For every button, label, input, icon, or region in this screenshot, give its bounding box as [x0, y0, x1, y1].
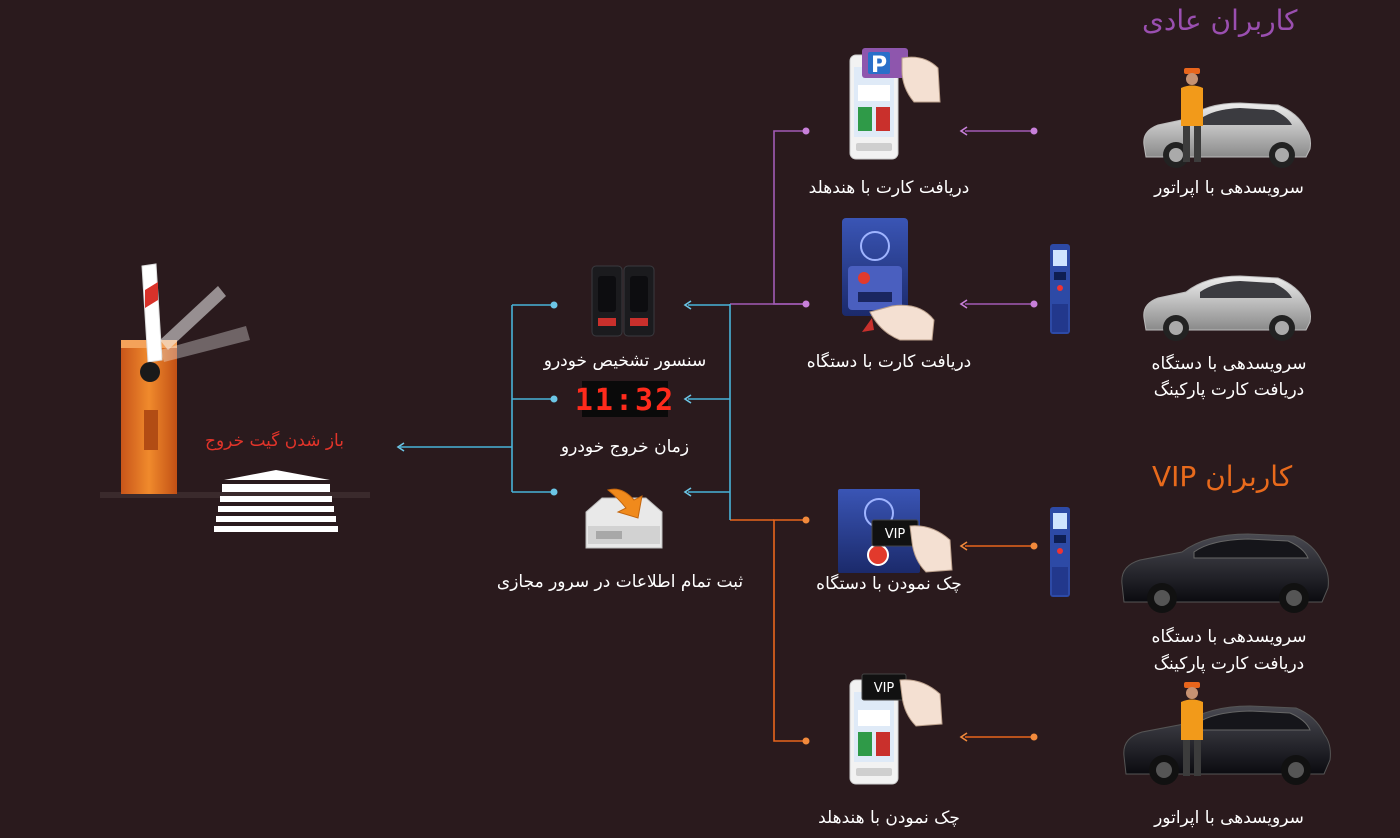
vip-user-connectors — [730, 519, 1034, 742]
hand-card-icon — [861, 673, 943, 727]
car-icon — [1143, 275, 1311, 341]
service-vip-operator: سرویسدهی با اپراتور — [1154, 808, 1304, 828]
label-exit-time: زمان خروج خودرو — [560, 437, 690, 457]
operator-icon — [1181, 682, 1203, 776]
parking-p-badge: P — [871, 53, 887, 78]
card-reader-icon — [842, 218, 908, 316]
parking-kiosk-icon — [1050, 244, 1070, 334]
barrier-gate-icon — [100, 263, 370, 498]
parking-kiosk-icon — [1050, 507, 1070, 597]
forward-arrow-icon — [606, 488, 643, 519]
step-handheld-receive: دریافت کارت با هندهلد — [808, 178, 970, 198]
exit-direction-icon — [214, 470, 338, 532]
handheld-device-icon — [849, 54, 899, 160]
service-vip-device-line1: سرویسدهی با دستگاه — [1151, 627, 1307, 647]
vip-card-badge: VIP — [885, 527, 906, 542]
step-device-check: چک نمودن با دستگاه — [816, 574, 962, 594]
hand-card-icon — [871, 519, 953, 573]
car-icon — [1121, 533, 1329, 613]
service-normal-device-line2: دریافت کارت پارکینگ — [1153, 380, 1305, 400]
step-device-receive: دریافت کارت با دستگاه — [806, 352, 972, 372]
step-handheld-check: چک نمودن با هندهلد — [818, 808, 960, 828]
normal-user-dots — [802, 127, 1038, 308]
vehicle-sensor-icon — [591, 265, 655, 337]
vip-card-badge: VIP — [874, 681, 895, 696]
service-normal-operator: سرویسدهی با اپراتور — [1154, 178, 1304, 198]
handheld-device-icon — [849, 679, 899, 785]
car-icon — [1143, 102, 1311, 168]
header-vip-users: کاربران VIP — [1152, 460, 1293, 493]
label-vehicle-sensor: سنسور تشخیص خودرو — [543, 351, 707, 371]
digital-clock-icon: 11:32 — [575, 381, 675, 418]
process-connectors — [400, 304, 731, 520]
operator-icon — [1181, 68, 1203, 162]
header-normal-users: کاربران عادی — [1142, 4, 1298, 37]
service-normal-device-line1: سرویسدهی با دستگاه — [1151, 354, 1307, 374]
label-gate-open: باز شدن گیت خروج — [205, 431, 344, 451]
label-server-record: ثبت تمام اطلاعات در سرور مجازی — [496, 572, 744, 592]
car-icon — [1123, 705, 1331, 785]
clock-display: 11:32 — [575, 383, 675, 418]
normal-user-connectors — [730, 130, 1034, 305]
service-vip-device-line2: دریافت کارت پارکینگ — [1153, 654, 1305, 674]
hand-card-icon — [862, 48, 941, 103]
server-inbox-icon — [585, 488, 663, 549]
hand-card-icon — [862, 304, 935, 341]
